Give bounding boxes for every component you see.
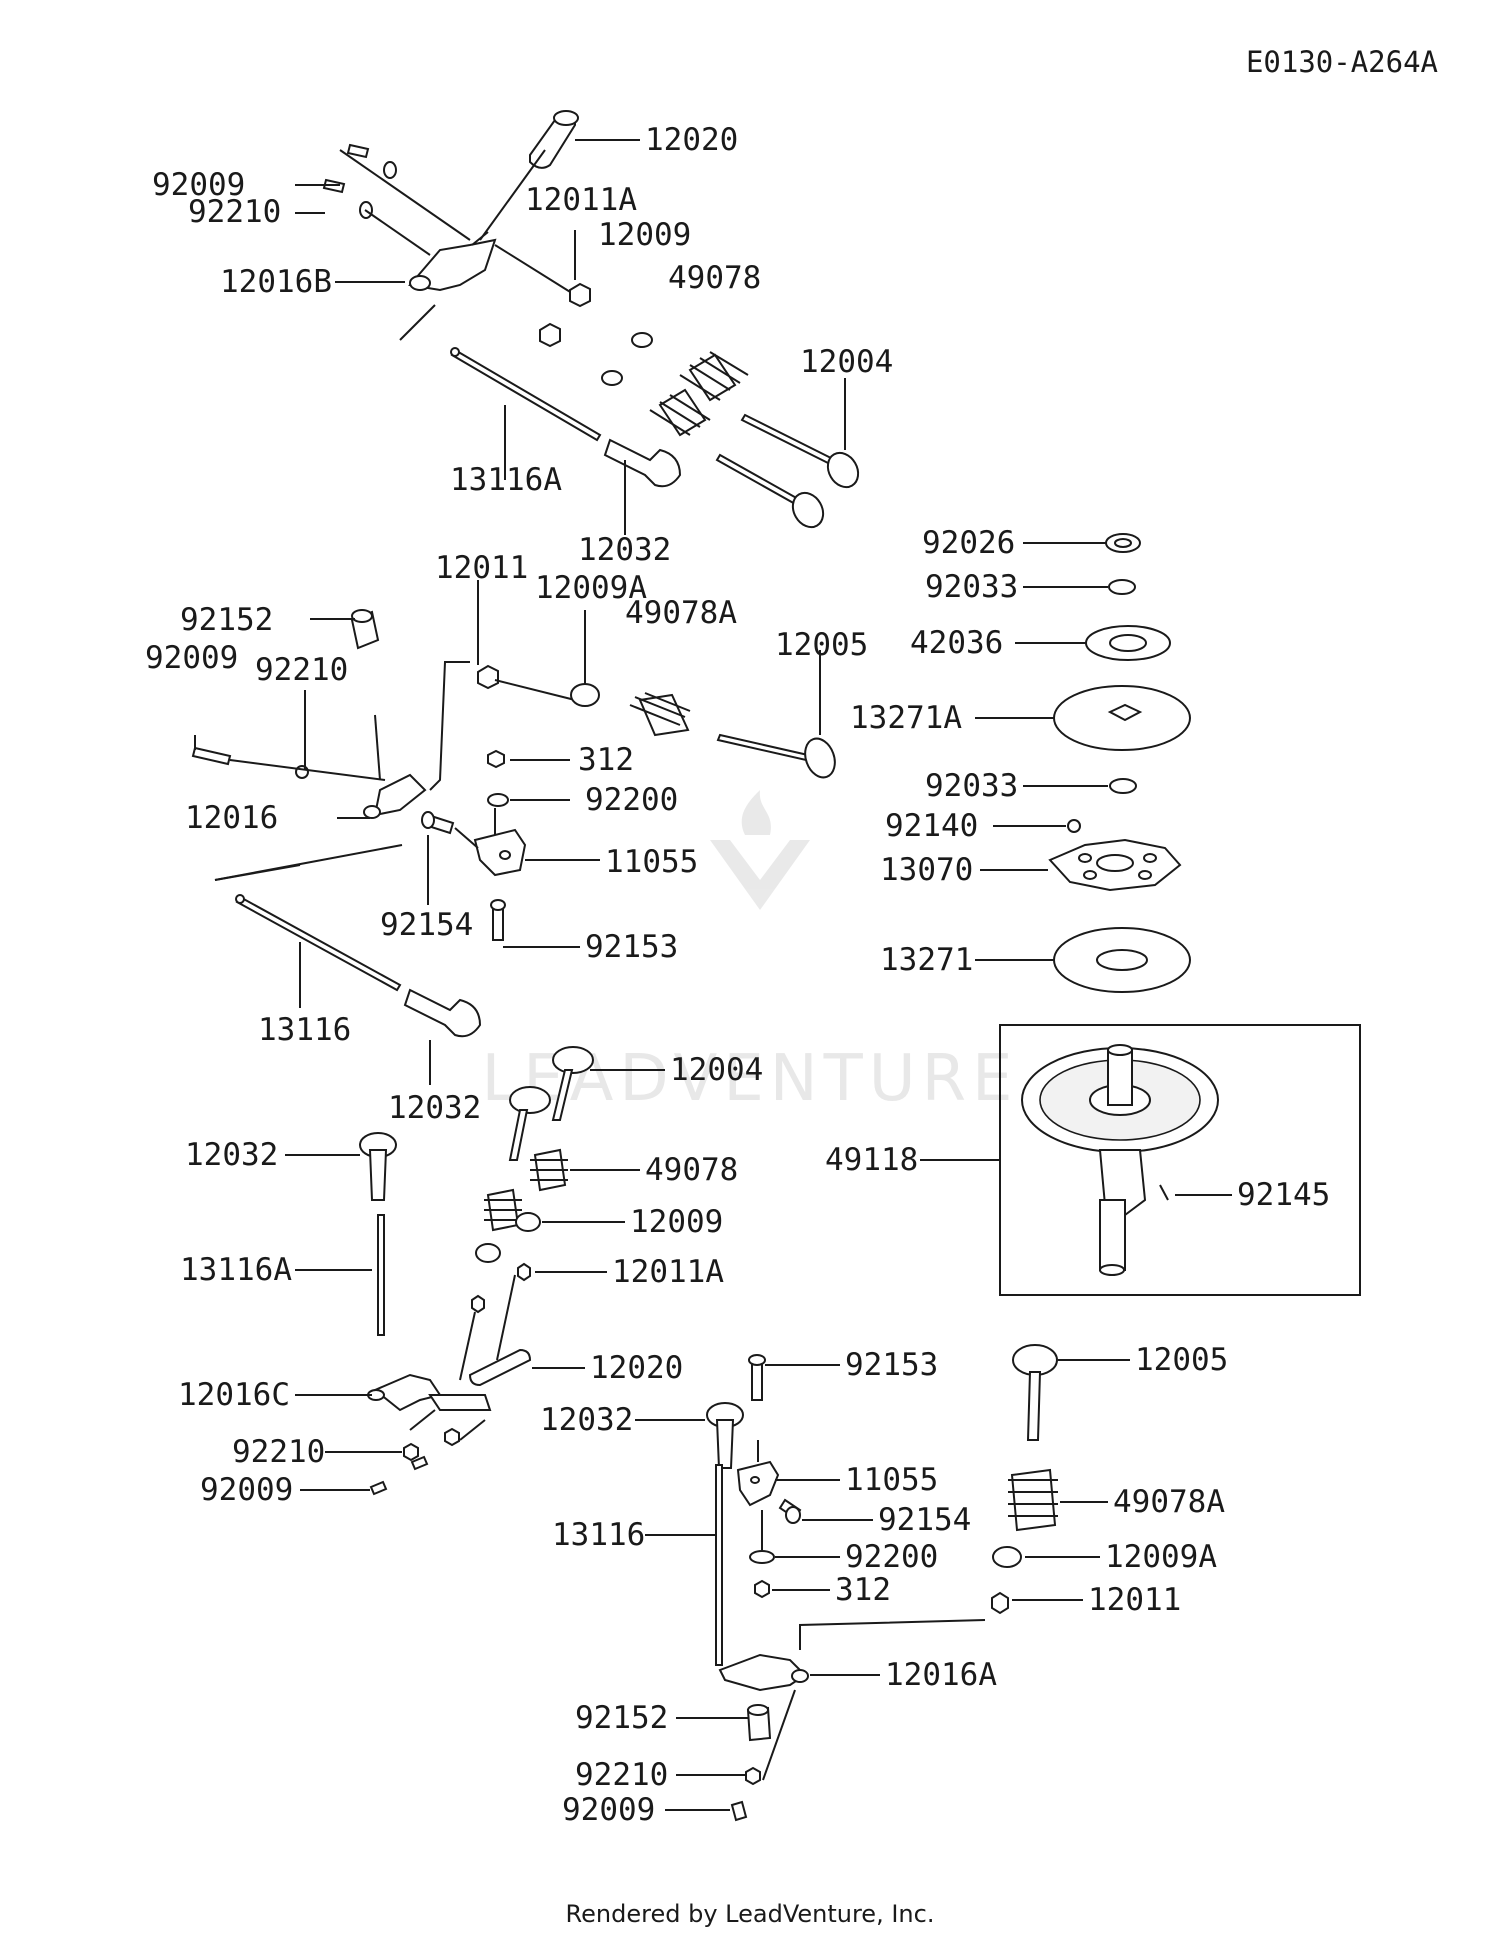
callout-92152-lower: 92152: [575, 1700, 668, 1736]
callout-312: 312: [578, 742, 634, 778]
callout-13116A-lower: 13116A: [180, 1252, 292, 1288]
callout-49078A-lower: 49078A: [1113, 1484, 1225, 1520]
rocker-arm-part: [408, 231, 497, 292]
callout-92210-bottom: 92210: [575, 1757, 668, 1793]
callout-92200-lower: 92200: [845, 1539, 938, 1575]
callout-12032: 12032: [578, 532, 671, 568]
lower-left-group: [285, 1046, 665, 1496]
callout-12016C: 12016C: [178, 1377, 290, 1413]
callout-13271: 13271: [880, 942, 973, 978]
callout-92200: 92200: [585, 782, 678, 818]
callout-92009-lower: 92009: [200, 1472, 293, 1508]
callout-12005-lower: 12005: [1135, 1342, 1228, 1378]
callout-13116A: 13116A: [450, 462, 562, 498]
callout-49078A: 49078A: [625, 595, 737, 631]
callout-12032-right: 12032: [540, 1402, 633, 1438]
callout-13271A: 13271A: [850, 700, 962, 736]
valve-springs: [649, 351, 749, 437]
callout-12020-lower: 12020: [590, 1350, 683, 1386]
callout-92210-mid: 92210: [255, 652, 348, 688]
callout-12011A-lower: 12011A: [612, 1254, 724, 1290]
callout-12011: 12011: [435, 550, 528, 586]
callout-49118: 49118: [825, 1142, 918, 1178]
callout-12011A: 12011A: [525, 182, 637, 218]
callout-92140: 92140: [885, 808, 978, 844]
callout-92153: 92153: [585, 929, 678, 965]
callout-92145: 92145: [1237, 1177, 1330, 1213]
valves-upper: [715, 413, 860, 529]
callout-12009-lower: 12009: [630, 1204, 723, 1240]
callout-12032-lower: 12032: [185, 1137, 278, 1173]
middle-valve-group: [191, 580, 836, 1085]
callout-42036: 42036: [910, 625, 1003, 661]
callout-92210-lower: 92210: [232, 1434, 325, 1470]
callout-312-lower: 312: [835, 1572, 891, 1608]
callout-13070: 13070: [880, 852, 973, 888]
callout-92152: 92152: [180, 602, 273, 638]
callout-12020: 12020: [645, 122, 738, 158]
callout-13116: 13116: [258, 1012, 351, 1048]
callout-92009: 92009: [152, 167, 245, 203]
upper-valve-group: [295, 110, 860, 535]
callout-49078: 49078: [668, 260, 761, 296]
callout-92210: 92210: [188, 194, 281, 230]
camshaft-part: [1021, 1044, 1219, 1276]
callout-11055: 11055: [605, 844, 698, 880]
callout-12011-lower: 12011: [1088, 1582, 1181, 1618]
callout-92154-lower: 92154: [878, 1502, 971, 1538]
callout-12016A: 12016A: [885, 1657, 997, 1693]
callout-12009: 12009: [598, 217, 691, 253]
callout-92033-lower: 92033: [925, 768, 1018, 804]
callout-12016B: 12016B: [220, 264, 332, 300]
callout-12016: 12016: [185, 800, 278, 836]
callout-49078-lower: 49078: [645, 1152, 738, 1188]
governor-group: [920, 533, 1361, 1296]
diagram-ref: E0130-A264A: [1246, 45, 1438, 79]
callout-92153-lower: 92153: [845, 1347, 938, 1383]
callout-92009-mid: 92009: [145, 640, 238, 676]
callout-92154: 92154: [380, 907, 473, 943]
callout-12032-mid: 12032: [388, 1090, 481, 1126]
callout-12004: 12004: [800, 344, 893, 380]
callout-labels: 12020 92009 92210 12011A 12009 49078 120…: [145, 122, 1330, 1828]
callout-13116-lower: 13116: [552, 1517, 645, 1553]
callout-92033: 92033: [925, 569, 1018, 605]
callout-12004-lower: 12004: [670, 1052, 763, 1088]
callout-12005: 12005: [775, 627, 868, 663]
footer-credit: Rendered by LeadVenture, Inc.: [566, 1900, 935, 1928]
callout-12009A-lower: 12009A: [1105, 1539, 1217, 1575]
callout-92009-bottom: 92009: [562, 1792, 655, 1828]
callout-12009A: 12009A: [535, 570, 647, 606]
callout-11055-lower: 11055: [845, 1462, 938, 1498]
lower-right-group: [635, 1344, 1130, 1822]
callout-92026: 92026: [922, 525, 1015, 561]
